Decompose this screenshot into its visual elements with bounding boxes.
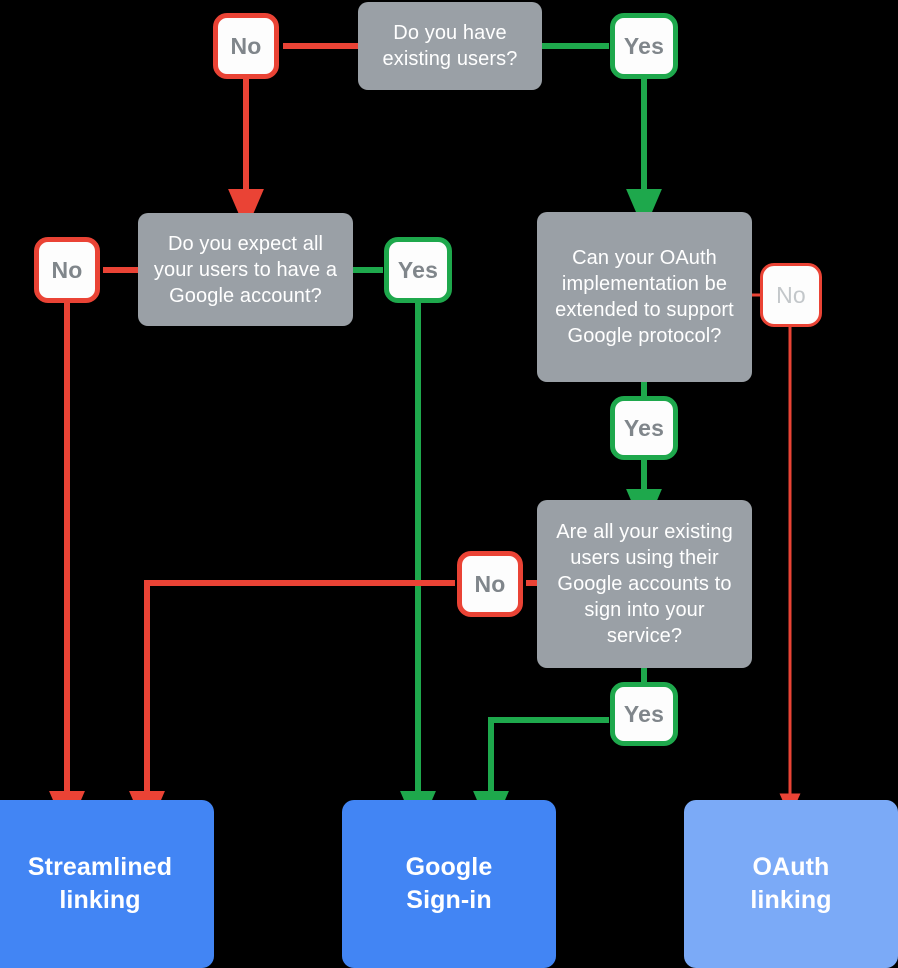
edge-q4no-to-streamlined [129,580,455,833]
outcome-streamlined-linking[interactable]: Streamlined linking [0,800,214,968]
edge-q4yes-to-googlesignin [473,717,609,833]
badge-q2-yes[interactable]: Yes [384,237,452,303]
outcome-oauth-line1: OAuth [752,853,830,881]
outcome-streamlined-line1: Streamlined [27,853,173,881]
question-users-using-google-accounts[interactable]: Are all your existing users using their … [537,500,752,668]
badge-q1-no[interactable]: No [213,13,279,79]
outcome-google-signin[interactable]: Google Sign-in [342,800,556,968]
outcome-streamlined-line2: linking [59,886,141,914]
question-existing-users[interactable]: Do you have existing users? [358,2,542,90]
outcome-google-line2: Sign-in [406,886,492,914]
badge-q1-yes[interactable]: Yes [610,13,678,79]
outcome-google-line1: Google [405,853,493,881]
badge-q2-no[interactable]: No [34,237,100,303]
outcome-oauth-linking[interactable]: OAuth linking [684,800,898,968]
badge-q3-no[interactable]: No [760,263,822,327]
question-all-users-google-account[interactable]: Do you expect all your users to have a G… [138,213,353,326]
outcome-oauth-line2: linking [750,886,832,914]
badge-q4-yes[interactable]: Yes [610,682,678,746]
badge-q3-yes[interactable]: Yes [610,396,678,460]
badge-q4-no[interactable]: No [457,551,523,617]
question-oauth-extendable[interactable]: Can your OAuth implementation be extende… [537,212,752,382]
